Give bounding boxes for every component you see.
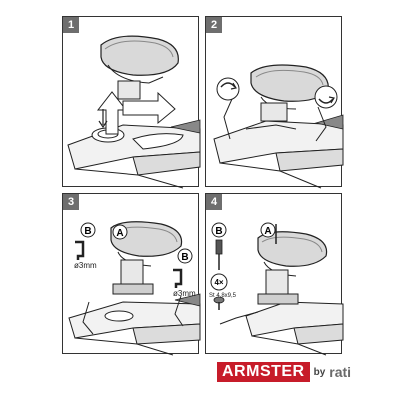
drill-size-label: ø3mm <box>74 261 97 270</box>
screw-icon <box>213 296 225 310</box>
step-panel-2: 2 <box>205 16 344 189</box>
step-panel-1: 1 <box>62 16 201 189</box>
callout-a-label: A <box>116 228 123 239</box>
step-number-badge: 4 <box>206 194 222 210</box>
screw-fixing-illustration: A B 4× St 4,8x9,5 <box>209 222 344 356</box>
brand-name: ARMSTER <box>217 362 310 382</box>
step-panel-4: 4 A B 4× St 4,8x9,5 <box>205 193 344 356</box>
step-number-badge: 2 <box>206 17 222 33</box>
screw-spec-label: St 4,8x9,5 <box>209 293 237 299</box>
step-number-badge: 1 <box>63 17 79 33</box>
drill-icon <box>75 240 85 260</box>
armrest-lift-illustration <box>67 35 201 189</box>
armrest-position-illustration <box>213 64 344 189</box>
drilling-illustration: A B B ø3mm ø3mm <box>68 221 201 356</box>
rotate-arrow-icon <box>216 77 240 101</box>
screwdriver-icon <box>215 239 223 270</box>
callout-b-label: B <box>215 226 222 237</box>
drill-icon <box>173 268 183 288</box>
screw-quantity-label: 4× <box>214 278 223 287</box>
brand-by-label: by <box>313 366 326 378</box>
drill-size-label: ø3mm <box>173 289 196 298</box>
callout-b-label: B <box>84 226 91 237</box>
callout-b-label: B <box>181 252 188 263</box>
brand-logo: ARMSTER by rati <box>217 362 351 382</box>
rotate-arrow-icon <box>314 85 338 109</box>
step-panel-3: 3 A B B ø3mm ø3mm <box>62 193 201 356</box>
brand-maker: rati <box>329 364 352 380</box>
step-number-badge: 3 <box>63 194 79 210</box>
callout-a-label: A <box>264 226 271 237</box>
